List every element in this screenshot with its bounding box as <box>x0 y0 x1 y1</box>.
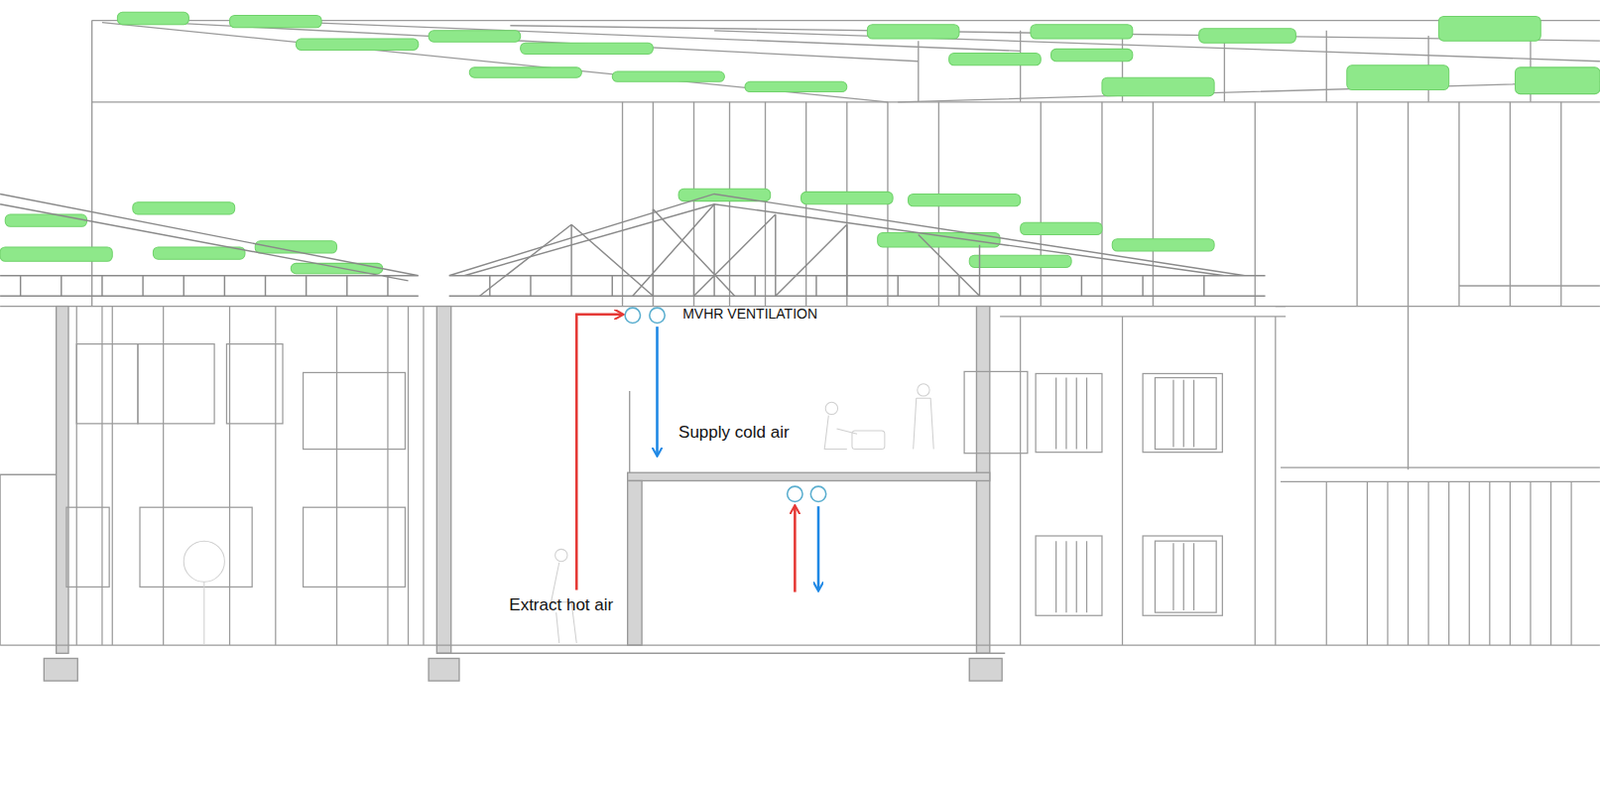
airflow-label: Supply cold air <box>678 423 790 443</box>
green-roof-part <box>1347 65 1450 91</box>
walls-part <box>627 480 642 645</box>
facades-part <box>137 344 215 424</box>
green-roof <box>0 11 1600 273</box>
mvhr-symbols-part <box>576 314 622 591</box>
mvhr-symbols-part <box>817 505 821 590</box>
green-roof-part <box>230 14 323 27</box>
people <box>183 383 934 645</box>
green-roof-part <box>4 214 87 227</box>
walls-part <box>56 306 69 654</box>
green-roof-part <box>969 254 1072 267</box>
green-roof-part <box>612 71 725 82</box>
green-roof-part <box>908 193 1021 206</box>
facades-part <box>1035 372 1103 452</box>
green-roof-part <box>152 246 246 259</box>
system-label: MVHR VENTILATION <box>682 306 818 322</box>
walls-part <box>628 390 630 473</box>
green-roof-part <box>1199 28 1297 43</box>
facades-part <box>66 506 110 587</box>
green-roof-part <box>428 30 521 42</box>
green-roof-part <box>1515 67 1600 95</box>
roofs-part <box>20 275 388 297</box>
green-roof-part <box>0 246 113 261</box>
roofs-part <box>449 193 1266 296</box>
walls-part <box>969 657 1002 681</box>
facades-part <box>1280 467 1600 645</box>
facades-part <box>1056 377 1195 614</box>
green-roof-part <box>801 191 894 204</box>
airflow-label: Extract hot air <box>508 596 614 616</box>
facades-part <box>303 371 406 449</box>
green-roof-part <box>520 42 654 54</box>
walls-part <box>428 657 460 681</box>
mvhr-symbols-part <box>787 486 803 501</box>
people-part <box>825 401 838 414</box>
facades-part <box>1154 377 1217 450</box>
people-part <box>183 540 225 582</box>
people-part <box>917 383 930 396</box>
green-roof-part <box>290 262 383 273</box>
facades-part <box>76 306 424 645</box>
green-roof-part <box>949 52 1042 65</box>
facades-part <box>226 344 283 424</box>
back-building-part <box>622 102 1562 470</box>
walls-part <box>0 644 1600 653</box>
mvhr-symbols-part <box>624 307 640 323</box>
mvhr-symbols-part <box>655 326 659 456</box>
green-roof-part <box>1111 239 1215 251</box>
walls-part <box>436 306 451 654</box>
mvhr-symbols-part <box>793 505 797 592</box>
people-part <box>913 397 935 449</box>
green-roof-part <box>117 11 189 24</box>
green-roof-part <box>866 24 960 39</box>
walls-part <box>0 474 57 645</box>
facades-part <box>303 506 406 587</box>
green-roof-part <box>744 81 848 92</box>
facades-part <box>999 316 1286 645</box>
people-part <box>203 581 205 645</box>
walls <box>0 306 1600 681</box>
green-roof-part <box>1051 48 1133 61</box>
roofs-part <box>490 275 1205 297</box>
mvhr-symbols <box>576 307 826 592</box>
green-roof-part <box>1438 15 1541 41</box>
back-building <box>92 20 1600 471</box>
facades-part <box>1142 372 1223 452</box>
walls-part <box>627 472 990 481</box>
facades-part <box>76 344 138 424</box>
facades <box>66 306 1600 645</box>
green-roof-part <box>1102 77 1215 97</box>
back-building-part <box>1275 285 1600 307</box>
green-roof-part <box>469 67 582 78</box>
mvhr-symbols-part <box>649 307 665 323</box>
people-part <box>852 430 885 450</box>
green-roof-part <box>1020 222 1103 235</box>
facades-part <box>1035 535 1103 616</box>
green-roof-part <box>295 38 418 50</box>
facades-part <box>1142 535 1223 616</box>
roofs-part <box>0 193 419 296</box>
roofs-part <box>480 204 981 297</box>
walls-part <box>43 657 78 681</box>
green-roof-part <box>132 202 236 215</box>
walls-part <box>0 305 1286 307</box>
green-roof-part <box>1030 24 1133 39</box>
facades-part <box>139 506 252 587</box>
mvhr-symbols-part <box>810 486 826 501</box>
roofs <box>0 193 1265 296</box>
facades-part <box>1154 540 1217 613</box>
facades-part <box>964 370 1028 453</box>
back-building-part <box>102 22 1600 103</box>
people-part <box>555 548 568 561</box>
